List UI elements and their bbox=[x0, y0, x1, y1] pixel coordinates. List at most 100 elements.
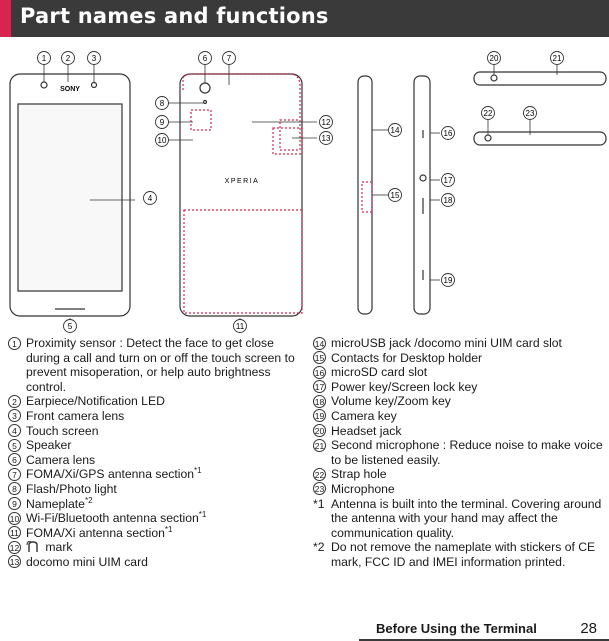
part-number: 5 bbox=[8, 438, 21, 452]
part-description: FOMA/Xi/GPS antenna section*1 bbox=[26, 466, 202, 482]
part-item: 15 Contacts for Desktop holder bbox=[313, 351, 603, 366]
part-item: 1 Proximity sensor : Detect the face to g… bbox=[8, 336, 303, 394]
callout-6: 6 bbox=[198, 51, 212, 65]
footnote: *2 Do not remove the nameplate with stick… bbox=[313, 540, 603, 569]
svg-text:15: 15 bbox=[391, 191, 400, 200]
part-number: 10 bbox=[8, 511, 21, 525]
part-item: 19 Camera key bbox=[313, 409, 603, 424]
callout-1: 1 bbox=[37, 51, 51, 65]
parts-list-right: 14 microUSB jack /docomo mini UIM card sl… bbox=[313, 336, 603, 570]
part-description: Power key/Screen lock key bbox=[331, 379, 478, 394]
page-header: Part names and functions bbox=[0, 0, 609, 37]
part-description: docomo mini UIM card bbox=[26, 554, 148, 569]
footnote-text: Antenna is built into the terminal. Cove… bbox=[331, 496, 602, 540]
callout-13: 13 bbox=[319, 131, 333, 145]
callout-17: 17 bbox=[441, 173, 455, 187]
svg-text:7: 7 bbox=[227, 54, 232, 63]
callout-21: 21 bbox=[550, 51, 564, 65]
part-description: microUSB jack /docomo mini UIM card slot bbox=[331, 336, 562, 350]
part-number: 11 bbox=[8, 526, 21, 540]
part-description: Contacts for Desktop holder bbox=[331, 350, 483, 365]
part-item: 2 Earpiece/Notification LED bbox=[8, 394, 303, 409]
antenna-outlines bbox=[182, 73, 373, 314]
n-mark-icon bbox=[26, 541, 38, 553]
part-number: 15 bbox=[313, 351, 326, 365]
part-number: 2 bbox=[8, 394, 21, 408]
part-number: 1 bbox=[8, 336, 21, 350]
callout-23: 23 bbox=[523, 106, 537, 120]
footnote-text: Do not remove the nameplate with sticker… bbox=[331, 540, 596, 569]
svg-text:21: 21 bbox=[553, 54, 562, 63]
part-number: 17 bbox=[313, 380, 326, 394]
part-description: Camera key bbox=[331, 408, 397, 423]
svg-text:4: 4 bbox=[148, 194, 153, 203]
svg-text:6: 6 bbox=[203, 54, 208, 63]
part-number: 19 bbox=[313, 409, 326, 423]
part-description: FOMA/Xi antenna section*1 bbox=[26, 524, 173, 540]
part-item: 13 docomo mini UIM card bbox=[8, 555, 303, 570]
footnote: *1 Antenna is built into the terminal. Co… bbox=[313, 497, 603, 541]
footnote-mark: *1 bbox=[313, 496, 325, 511]
svg-text:1: 1 bbox=[42, 54, 47, 63]
svg-text:3: 3 bbox=[92, 54, 97, 63]
callout-22: 22 bbox=[481, 106, 495, 120]
page-footer: Before Using the Terminal 28 bbox=[359, 619, 609, 641]
svg-text:12: 12 bbox=[322, 118, 331, 127]
callout-12: 12 bbox=[319, 115, 333, 129]
part-description: mark bbox=[26, 540, 303, 555]
callout-20: 20 bbox=[487, 51, 501, 65]
notes: *1 Antenna is built into the terminal. Co… bbox=[313, 497, 603, 570]
svg-text:14: 14 bbox=[391, 126, 400, 135]
part-description: Strap hole bbox=[331, 467, 387, 482]
callout-15: 15 bbox=[388, 188, 402, 202]
svg-text:17: 17 bbox=[444, 176, 453, 185]
part-description: Proximity sensor : Detect the face to ge… bbox=[26, 336, 295, 394]
part-description: Microphone bbox=[331, 481, 395, 496]
page-number: 28 bbox=[580, 620, 597, 637]
part-item: 12 mark bbox=[8, 540, 303, 555]
part-description: Earpiece/Notification LED bbox=[26, 394, 165, 409]
parts-list-left: 1 Proximity sensor : Detect the face to g… bbox=[8, 336, 303, 570]
callout-14: 14 bbox=[388, 123, 402, 137]
footer-rule bbox=[359, 639, 609, 641]
part-number: 22 bbox=[313, 467, 326, 481]
part-number: 13 bbox=[8, 555, 21, 569]
part-item: 11 FOMA/Xi antenna section*1 bbox=[8, 524, 303, 541]
callout-10: 10 bbox=[155, 133, 169, 147]
part-item: 14 microUSB jack /docomo mini UIM card sl… bbox=[313, 336, 603, 351]
part-number: 14 bbox=[313, 336, 326, 350]
callout-4: 4 bbox=[143, 191, 157, 205]
callout-18: 18 bbox=[441, 193, 455, 207]
part-number: 21 bbox=[313, 438, 326, 452]
footer-section-title: Before Using the Terminal bbox=[376, 621, 537, 636]
part-number: 6 bbox=[8, 453, 21, 467]
svg-text:11: 11 bbox=[236, 322, 245, 331]
part-description: Headset jack bbox=[331, 423, 402, 438]
callout-8: 8 bbox=[155, 96, 169, 110]
header-accent-bar bbox=[0, 0, 11, 37]
svg-text:18: 18 bbox=[444, 196, 453, 205]
svg-text:9: 9 bbox=[160, 118, 165, 127]
callout-3: 3 bbox=[87, 51, 101, 65]
part-description: microSD card slot bbox=[331, 365, 428, 380]
footnote-mark: *2 bbox=[313, 540, 325, 555]
svg-text:23: 23 bbox=[526, 109, 535, 118]
svg-text:10: 10 bbox=[158, 136, 167, 145]
part-description: Camera lens bbox=[26, 452, 96, 467]
svg-text:22: 22 bbox=[484, 109, 493, 118]
part-description: Flash/Photo light bbox=[26, 481, 117, 496]
svg-text:19: 19 bbox=[444, 276, 453, 285]
callout-2: 2 bbox=[61, 51, 75, 65]
front-brand-label: SONY bbox=[60, 86, 80, 93]
